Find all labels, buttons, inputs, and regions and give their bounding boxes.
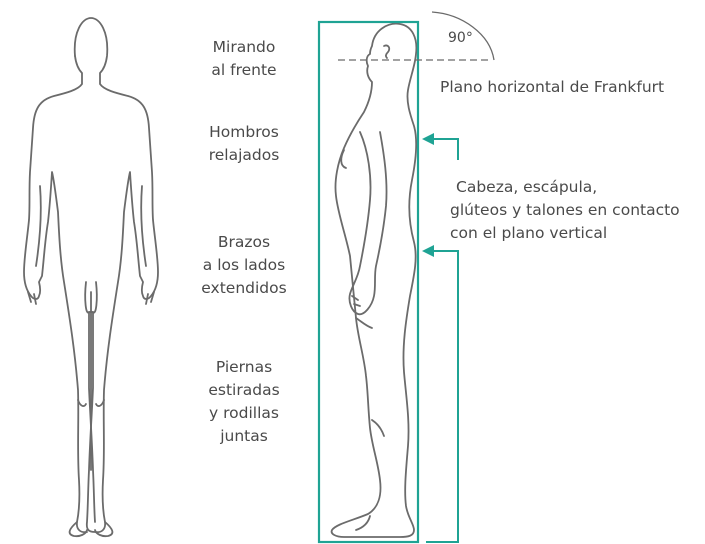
contact-arrowheads <box>422 133 434 257</box>
label-legs-line3: y rodillas <box>209 404 279 422</box>
vertical-plane-board <box>317 20 420 544</box>
label-arms-line2: a los lados <box>202 256 286 274</box>
label-facing-line2: al frente <box>211 61 277 79</box>
side-body-figure <box>330 22 418 538</box>
label-arms: Brazos a los lados extendidos <box>184 231 304 300</box>
contact-note-line1: Cabeza, escápula, <box>456 178 598 196</box>
label-shoulders-line1: Hombros <box>209 123 279 141</box>
label-facing-line1: Mirando <box>212 38 276 56</box>
contact-note-line2: glúteos y talones en contacto <box>450 201 680 219</box>
angle-label: 90° <box>448 30 473 46</box>
label-legs-line1: Piernas <box>215 358 273 376</box>
label-arms-line3: extendidos <box>201 279 287 297</box>
contact-note: Cabeza, escápula, glúteos y talones en c… <box>450 176 680 245</box>
label-legs-line2: estiradas <box>208 381 280 399</box>
right-angle-arc <box>431 11 495 61</box>
label-arms-line1: Brazos <box>217 233 271 251</box>
label-shoulders: Hombros relajados <box>196 121 292 167</box>
label-legs: Piernas estiradas y rodillas juntas <box>190 356 298 448</box>
label-facing-forward: Mirando al frente <box>196 36 292 82</box>
label-shoulders-line2: relajados <box>208 146 280 164</box>
contact-note-line3: con el plano vertical <box>450 224 608 242</box>
contact-bracket <box>426 138 459 543</box>
label-legs-line4: juntas <box>220 427 268 445</box>
frankfurt-plane-label: Plano horizontal de Frankfurt <box>440 78 665 96</box>
front-body-figure <box>23 17 159 538</box>
